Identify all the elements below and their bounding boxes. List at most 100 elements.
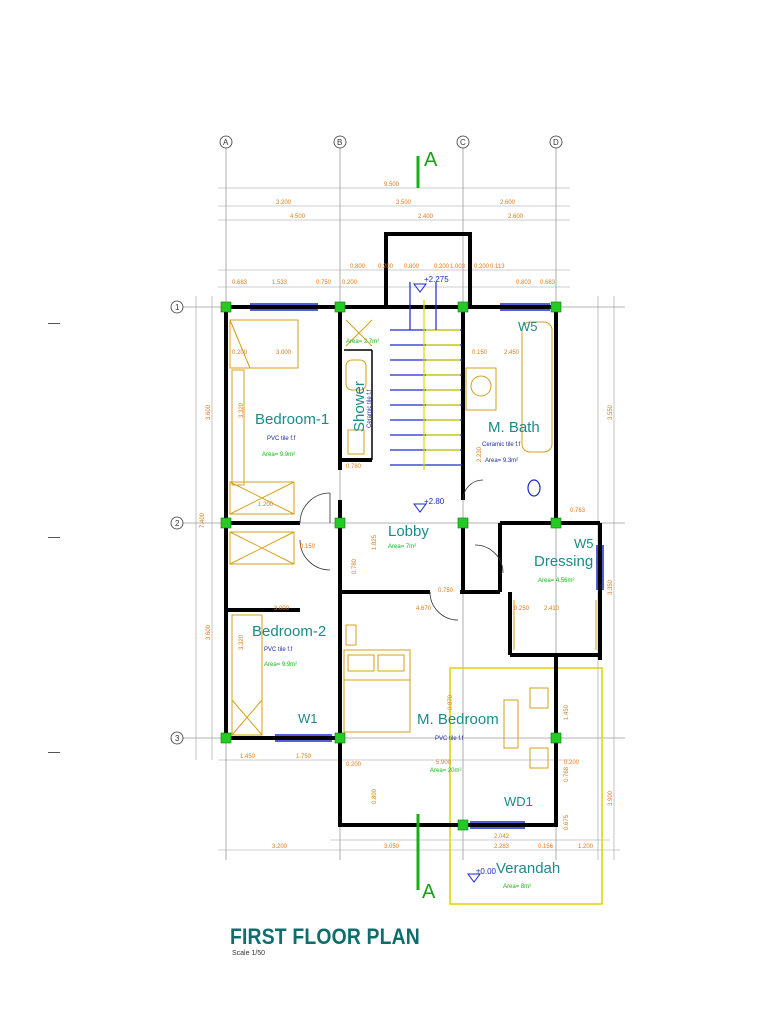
room-lobby: Lobby Area= 7m² [388, 523, 429, 550]
room-m-bedroom: M. Bedroom PVC tile f.f Area= 20m² [417, 711, 499, 774]
level-stair-top: +2.275 [424, 275, 449, 284]
room-shower: Shower Ceramic tile f.f Area= 2.7m² [346, 339, 379, 432]
furniture [229, 319, 597, 769]
room-m-bath: M. Bath Ceramic tile f.f Area= 9.3m² [482, 419, 540, 464]
bedroom-2-finish: PVC tile f.f [264, 647, 293, 653]
dim-interior-10: 0.750 [438, 588, 454, 594]
margin-tick-1 [48, 323, 60, 324]
dim-top-detail-5: 0.800 [350, 264, 366, 270]
dim-top-detail-8: 0.200 [434, 264, 450, 270]
dim-top-detail-10: 0.200 [474, 264, 490, 270]
dim-interior-17: 5.900 [436, 760, 452, 766]
m-bath-finish: Ceramic tile f.f [482, 442, 521, 448]
dimension-labels: 9.500 3.200 3.500 2.600 4.500 2.400 2.60… [200, 182, 614, 850]
dim-interior-27: 0.780 [352, 558, 358, 574]
dim-top-detail-3: 0.750 [316, 280, 332, 286]
dim-left-1: 3.600 [206, 404, 212, 420]
dim-interior-22: 0.768 [564, 766, 570, 782]
dim-interior-15: 2.042 [494, 834, 510, 840]
dim-bottom-6: 0.156 [538, 844, 554, 850]
room-bedroom-1: Bedroom-1 PVC tile f.f Area= 9.9m² [255, 411, 329, 458]
drawing-title: FIRST FLOOR PLAN [230, 924, 420, 949]
grid-col-label-a: A [223, 138, 229, 147]
dim-interior-23: 0.870 [448, 694, 454, 710]
dim-interior-19: 3.320 [239, 634, 245, 650]
level-markers: +2.275 +2.80 ±0.00 [413, 275, 497, 883]
dim-top-detail-6: 0.200 [378, 264, 394, 270]
dim-top-detail-13: 0.683 [540, 280, 556, 286]
grid-row-label-3: 3 [175, 734, 180, 743]
dim-interior-11: 4.670 [416, 606, 432, 612]
dim-interior-7: 0.780 [346, 464, 362, 470]
shower-name: Shower [351, 381, 368, 432]
grid-col-label-c: C [460, 138, 466, 147]
dim-interior-2: 3.000 [276, 350, 292, 356]
dim-interior-3: 3.320 [239, 402, 245, 418]
dim-interior-5: 0.150 [472, 350, 488, 356]
dim-right-3: 3.900 [608, 790, 614, 806]
section-label-bottom: A [422, 881, 436, 903]
m-bath-name: M. Bath [488, 419, 540, 436]
lobby-name: Lobby [388, 523, 429, 540]
dim-interior-4: 2.450 [504, 350, 520, 356]
dim-top-row3-2: 2.400 [418, 214, 434, 220]
dim-top-row2-3: 2.600 [500, 200, 516, 206]
shower-area: Area= 2.7m² [346, 339, 379, 345]
dim-top-detail-2: 1.533 [272, 280, 288, 286]
lobby-area: Area= 7m² [388, 544, 416, 550]
verandah-outline [449, 667, 603, 905]
dim-top-detail-11: 0.113 [490, 264, 505, 270]
bedroom-1-name: Bedroom-1 [255, 411, 329, 428]
dim-interior-25: 0.200 [346, 762, 362, 768]
level-lobby: +2.80 [424, 497, 445, 506]
drawing-scale: Scale 1/50 [232, 950, 266, 957]
staircase [390, 282, 462, 470]
grid-row-label-2: 2 [175, 519, 180, 528]
dim-interior-6: 1.200 [258, 502, 274, 508]
dim-interior-18: 3.000 [274, 606, 290, 612]
dim-top-row3-3: 2.600 [508, 214, 524, 220]
dim-bottom-1: 1.450 [240, 754, 256, 760]
dim-interior-12: 2.410 [544, 606, 560, 612]
room-bedroom-2: Bedroom-2 PVC tile f.f Area= 9.9m² [252, 623, 326, 668]
dim-top-detail-4: 0.200 [342, 280, 358, 286]
window-door-wd1: WD1 [504, 794, 533, 809]
grid-col-label-d: D [553, 138, 559, 147]
margin-tick-2 [48, 537, 60, 538]
grid-row-label-1: 1 [175, 303, 180, 312]
dim-bottom-3: 3.200 [272, 844, 288, 850]
verandah-name: Verandah [496, 860, 560, 877]
m-bedroom-name: M. Bedroom [417, 711, 499, 728]
dim-top-row3-1: 4.500 [290, 214, 306, 220]
dim-bottom-7: 1.200 [578, 844, 594, 850]
door-swings [299, 479, 504, 621]
dim-top-detail-7: 0.800 [404, 264, 420, 270]
dim-top-total: 9.500 [384, 182, 400, 188]
bedroom-1-finish: PVC tile f.f [267, 436, 296, 442]
dim-right-2: 3.350 [608, 579, 614, 595]
dim-interior-24: 0.675 [564, 814, 570, 830]
structural-columns [220, 301, 562, 831]
margin-tick-3 [48, 752, 60, 753]
dim-top-detail-12: 0.803 [516, 280, 532, 286]
dim-bottom-5: 2.283 [494, 844, 510, 850]
dim-interior-14: 0.763 [570, 508, 586, 514]
dim-bottom-2: 1.750 [296, 754, 312, 760]
bedroom-1-area: Area= 9.9m² [262, 452, 295, 458]
room-verandah: Verandah Area= 8m² [496, 860, 560, 890]
window-w5-top: W5 [518, 319, 538, 334]
dim-bottom-4: 3.050 [384, 844, 400, 850]
dim-left-2: 7.400 [200, 512, 206, 528]
windows [250, 303, 604, 829]
m-bath-area: Area= 9.3m² [485, 458, 518, 464]
bedroom-2-area: Area= 9.9m² [264, 662, 297, 668]
dim-interior-1: 0.200 [232, 350, 248, 356]
grid-col-label-b: B [337, 138, 342, 147]
dressing-name: Dressing [534, 553, 593, 570]
window-w5-right: W5 [574, 536, 594, 551]
opening-tags: W5 W5 W1 WD1 [298, 319, 594, 809]
section-mark-bottom: A [416, 814, 436, 903]
m-bedroom-finish: PVC tile f.f [435, 736, 464, 742]
dim-interior-20: 2.230 [477, 446, 483, 462]
